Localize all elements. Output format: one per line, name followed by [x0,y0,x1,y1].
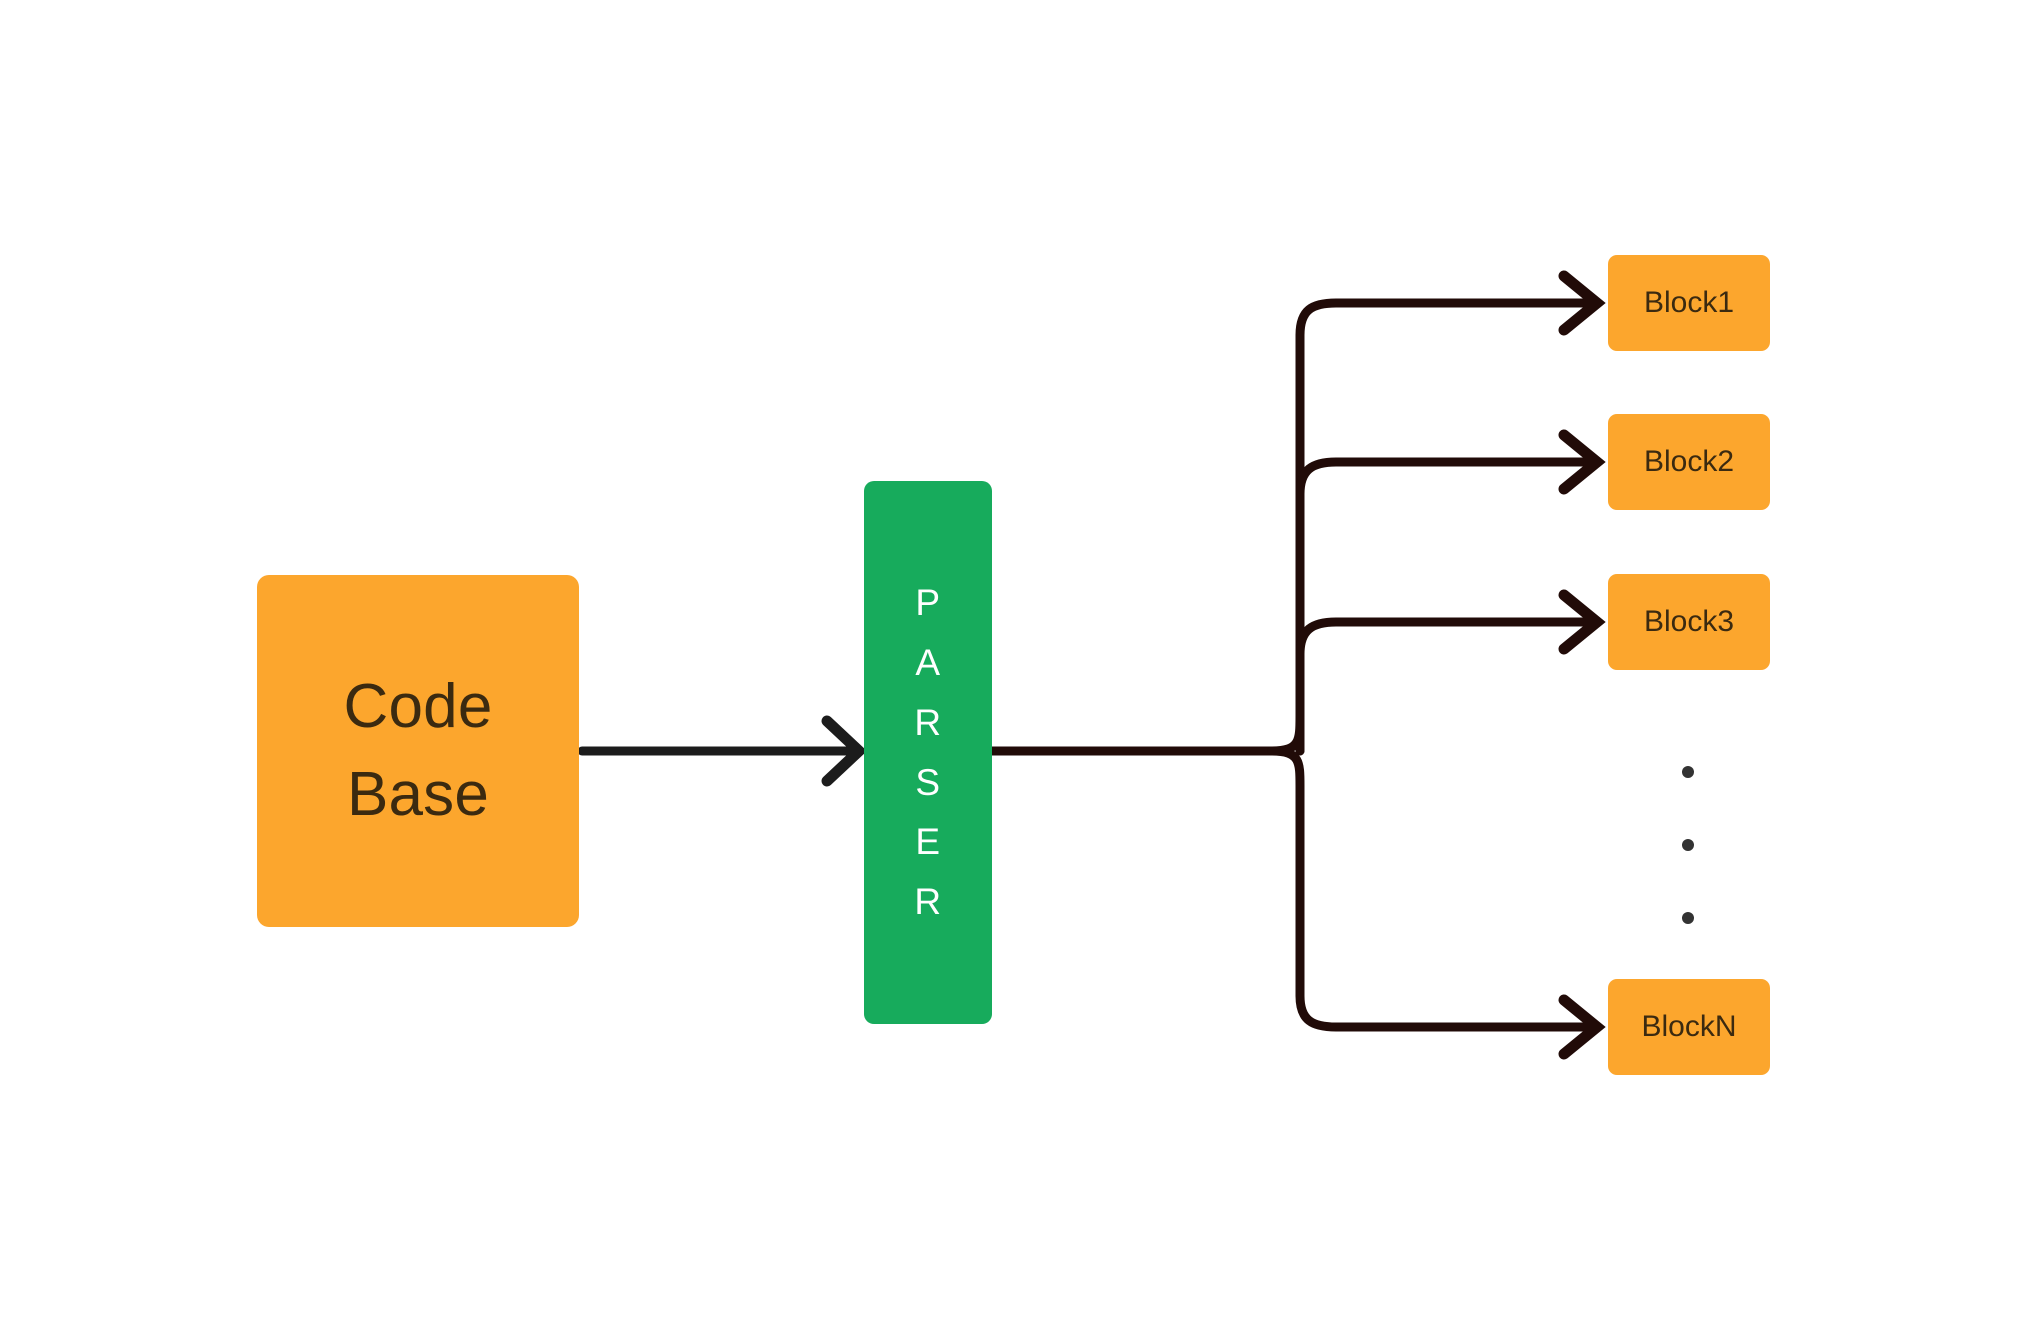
node-block2-label: Block2 [1643,445,1735,478]
edge-junction-to-block2 [1295,429,1606,756]
node-parser-label: P A R S E R [914,573,941,933]
node-block3-label: Block3 [1643,605,1735,638]
node-block3[interactable]: Block3 [1608,574,1770,670]
edge-junction-to-block3 [1295,589,1606,756]
ellipsis-dot [1682,839,1694,851]
node-block2[interactable]: Block2 [1608,414,1770,510]
node-blockn-label: BlockN [1641,1010,1737,1043]
node-code-base[interactable]: Code Base [257,575,579,927]
edge-junction-to-blockn [1267,746,1606,1060]
vertical-ellipsis [1682,766,1694,926]
parser-letter-e: E [915,821,941,863]
node-blockn[interactable]: BlockN [1608,979,1770,1075]
ellipsis-dot [1682,766,1694,778]
parser-letter-r1: R [914,701,942,743]
parser-letter-p: P [915,581,941,623]
node-block1[interactable]: Block1 [1608,255,1770,351]
parser-letter-a: A [915,641,941,683]
parser-letter-s: S [915,761,941,803]
node-parser[interactable]: P A R S E R [864,481,992,1024]
node-block1-label: Block1 [1643,286,1735,319]
ellipsis-dot [1682,912,1694,924]
edge-junction-to-block1 [1267,270,1606,756]
node-code-base-label: Code Base [343,671,493,829]
edge-codebase-to-parser [577,715,868,787]
parser-letter-r2: R [914,881,942,923]
